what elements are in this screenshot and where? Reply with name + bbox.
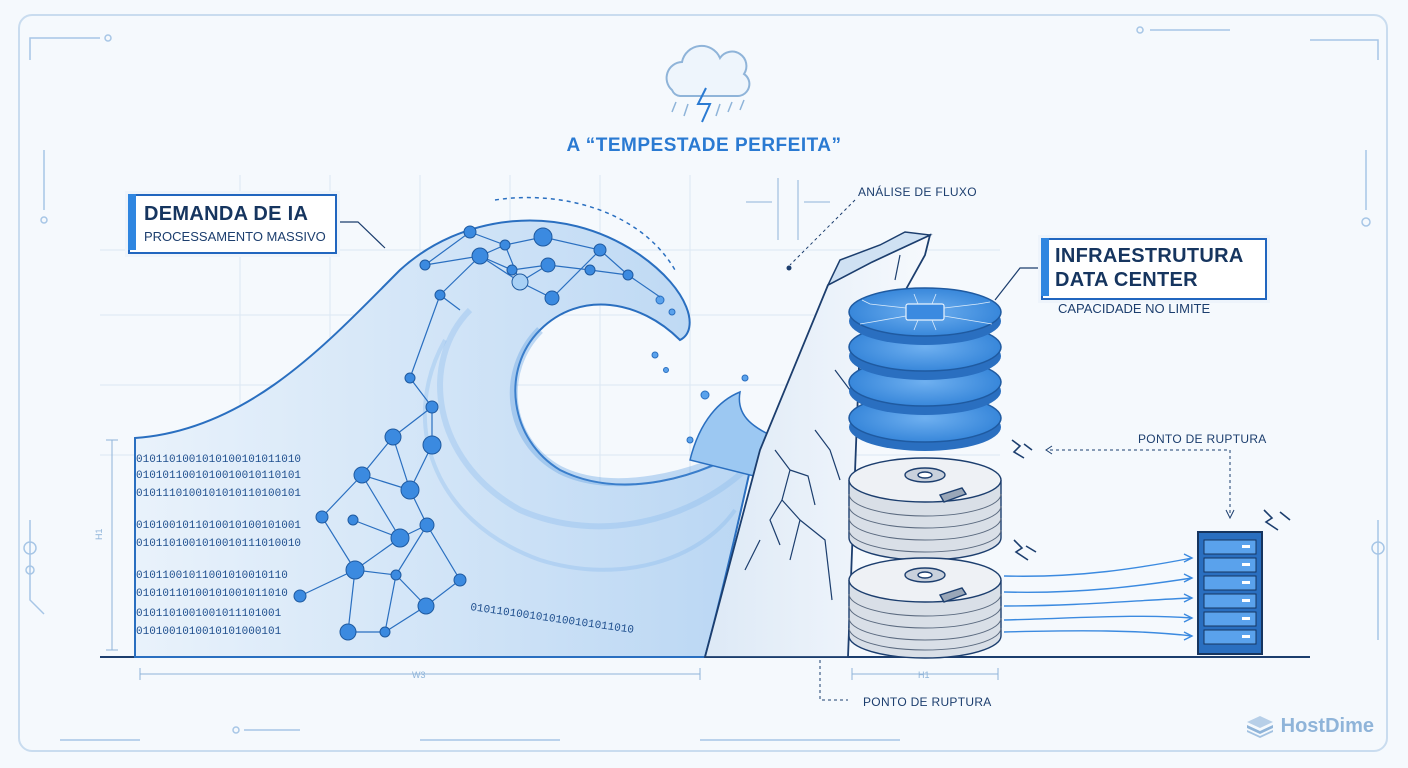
annotation-dotted-leaders [786,199,1235,701]
server-rack-icon [1197,531,1263,655]
rupture-point-label-bottom: PONTO DE RUPTURA [863,695,992,709]
infrastructure-heading-line1: INFRAESTRUTURA [1055,245,1244,267]
infrastructure-heading-line2: DATA CENTER [1055,269,1198,291]
rupture-point-label-right: PONTO DE RUPTURA [1138,432,1267,446]
hard-drive-stack-lower [848,557,1002,659]
hostdime-logo-icon [1246,716,1273,738]
binary-row: 0101011001010010010110101 [136,470,301,482]
ai-demand-callout: DEMANDA DE IA PROCESSAMENTO MASSIVO [128,194,337,254]
spark-icons [1011,439,1291,561]
stack-width-dimension: H1 [918,670,930,680]
wave-width-dimension: W3 [412,670,426,680]
infrastructure-callout: INFRAESTRUTURA DATA CENTER [1041,238,1267,300]
ai-demand-subtitle: PROCESSAMENTO MASSIVO [144,229,326,244]
ai-demand-heading: DEMANDA DE IA [144,203,309,225]
brand-name: HostDime [1280,714,1374,737]
callout-accent-bar [128,194,136,250]
data-flow-arrows [1003,553,1194,641]
brand-logo: HostDime [1245,714,1374,738]
binary-row: 0101101001001011101001 [136,608,282,620]
binary-row: 0101101001010010111010010 [136,538,301,550]
dimension-lines [106,178,999,680]
binary-row: 0101001011010010100101001 [136,520,301,532]
hard-drive-stack-upper [848,457,1002,561]
circuit-decorations [23,26,1385,741]
binary-row: 0101101001010100101011010 [136,454,301,466]
callout-accent-bar [1041,238,1049,296]
infrastructure-subtitle: CAPACIDADE NO LIMITE [1058,301,1211,316]
binary-row: 01011001011001010010110 [136,570,288,582]
blueprint-frame [18,14,1388,752]
storm-cloud-icon [665,44,751,123]
page-title: A “TEMPESTADE PERFEITA” [566,135,842,156]
binary-row: 01010110100101001011010 [136,588,288,600]
processor-disk-stack [848,287,1002,451]
binary-row: 0101110100101010110100101 [136,488,301,500]
flow-analysis-label: ANÁLISE DE FLUXO [858,185,977,199]
neural-network-nodes [293,225,634,641]
binary-row: 0101001010010101000101 [136,626,282,638]
left-height-dimension: H1 [94,528,104,540]
annotation-leaders [333,221,1041,301]
